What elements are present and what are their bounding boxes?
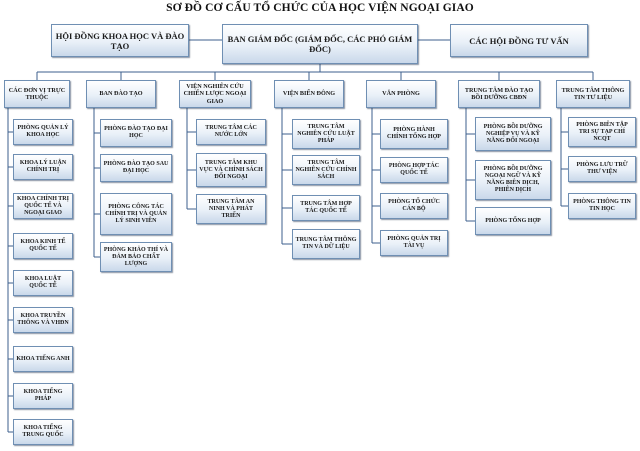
col5-item-1: PHÒNG BỒI DƯỠNG NGHIỆP VỤ VÀ KỸ NĂNG ĐỐI…	[475, 117, 551, 151]
col0-item-4: KHOA KINH TẾ QUỐC TẾ	[13, 233, 73, 259]
col4-head: VĂN PHÒNG	[366, 80, 436, 108]
col3-item-4: TRUNG TÂM THÔNG TIN VÀ DỮ LIỆU	[292, 229, 360, 259]
top-box-council: HỘI ĐỒNG KHOA HỌC VÀ ĐÀO TẠO	[51, 24, 189, 57]
col1-item-1: PHÒNG ĐÀO TẠO ĐẠI HỌC	[100, 119, 172, 147]
col6-item-2: PHÒNG LƯU TRỮ THƯ VIỆN	[568, 156, 636, 182]
col0-item-9: KHOA TIẾNG TRUNG QUỐC	[13, 419, 73, 445]
col0-head: CÁC ĐƠN VỊ TRỰC THUỘC	[4, 80, 70, 108]
col5-head: TRUNG TÂM ĐÀO TẠO BỒI DƯỠNG CBĐN	[458, 80, 540, 108]
col6-head: TRUNG TÂM THÔNG TIN TƯ LIỆU	[556, 80, 630, 108]
col2-item-2: TRUNG TÂM KHU VỰC VÀ CHÍNH SÁCH ĐỐI NGOẠ…	[196, 153, 266, 187]
col4-item-1: PHÒNG HÀNH CHÍNH TỔNG HỢP	[380, 119, 448, 149]
col0-item-7: KHOA TIẾNG ANH	[13, 346, 73, 372]
top-box-directorate: BAN GIÁM ĐỐC (GIÁM ĐỐC, CÁC PHÓ GIÁM ĐỐC…	[222, 24, 418, 64]
col4-item-2: PHÒNG HỢP TÁC QUỐC TẾ	[380, 157, 448, 183]
col0-item-1: PHÒNG QUẢN LÝ KHOA HỌC	[13, 119, 73, 145]
col0-item-3: KHOA CHÍNH TRỊ QUỐC TẾ VÀ NGOẠI GIAO	[13, 193, 73, 219]
col1-item-4: PHÒNG KHẢO THÍ VÀ ĐẢM BẢO CHẤT LƯỢNG	[100, 242, 172, 272]
page-title: SƠ ĐỒ CƠ CẤU TỔ CHỨC CỦA HỌC VIỆN NGOẠI …	[166, 2, 474, 14]
col4-item-3: PHÒNG TỔ CHỨC CÁN BỘ	[380, 193, 448, 219]
col6-item-3: PHÒNG THÔNG TIN TIN HỌC	[568, 193, 636, 219]
col3-head: VIỆN BIỂN ĐÔNG	[274, 80, 344, 108]
col2-item-3: TRUNG TÂM AN NINH VÀ PHÁT TRIỂN	[196, 194, 266, 224]
col3-item-2: TRUNG TÂM NGHIÊN CỨU CHÍNH SÁCH	[292, 155, 360, 185]
col0-item-8: KHOA TIẾNG PHÁP	[13, 383, 73, 409]
col0-item-5: KHOA LUẬT QUỐC TẾ	[13, 270, 73, 296]
col4-item-4: PHÒNG QUẢN TRỊ TÀI VỤ	[380, 230, 448, 256]
col2-item-1: TRUNG TÂM CÁC NƯỚC LỚN	[196, 119, 266, 145]
col3-item-3: TRUNG TÂM HỢP TÁC QUỐC TẾ	[292, 195, 360, 221]
col0-item-6: KHOA TRUYỀN THÔNG VÀ VHĐN	[13, 307, 73, 333]
col2-head: VIỆN NGHIÊN CỨU CHIẾN LƯỢC NGOẠI GIAO	[179, 80, 251, 108]
col1-item-2: PHÒNG ĐÀO TẠO SAU ĐẠI HỌC	[100, 154, 172, 182]
col5-item-3: PHÒNG TỔNG HỢP	[475, 207, 551, 235]
col1-item-3: PHÒNG CÔNG TÁC CHÍNH TRỊ VÀ QUẢN LÝ SINH…	[100, 193, 172, 235]
col5-item-2: PHÒNG BỒI DƯỠNG NGOẠI NGỮ VÀ KỸ NĂNG BIÊ…	[475, 160, 551, 200]
top-box-advisory: CÁC HỘI ĐỒNG TƯ VẤN	[450, 24, 588, 57]
col3-item-1: TRUNG TÂM NGHIÊN CỨU LUẬT PHÁP	[292, 119, 360, 149]
col0-item-2: KHOA LÝ LUẬN CHÍNH TRỊ	[13, 154, 73, 180]
col6-item-1: PHÒNG BIÊN TẬP TRI SỰ TẠP CHÍ NCQT	[568, 117, 636, 147]
col1-head: BAN ĐÀO TẠO	[86, 80, 156, 108]
